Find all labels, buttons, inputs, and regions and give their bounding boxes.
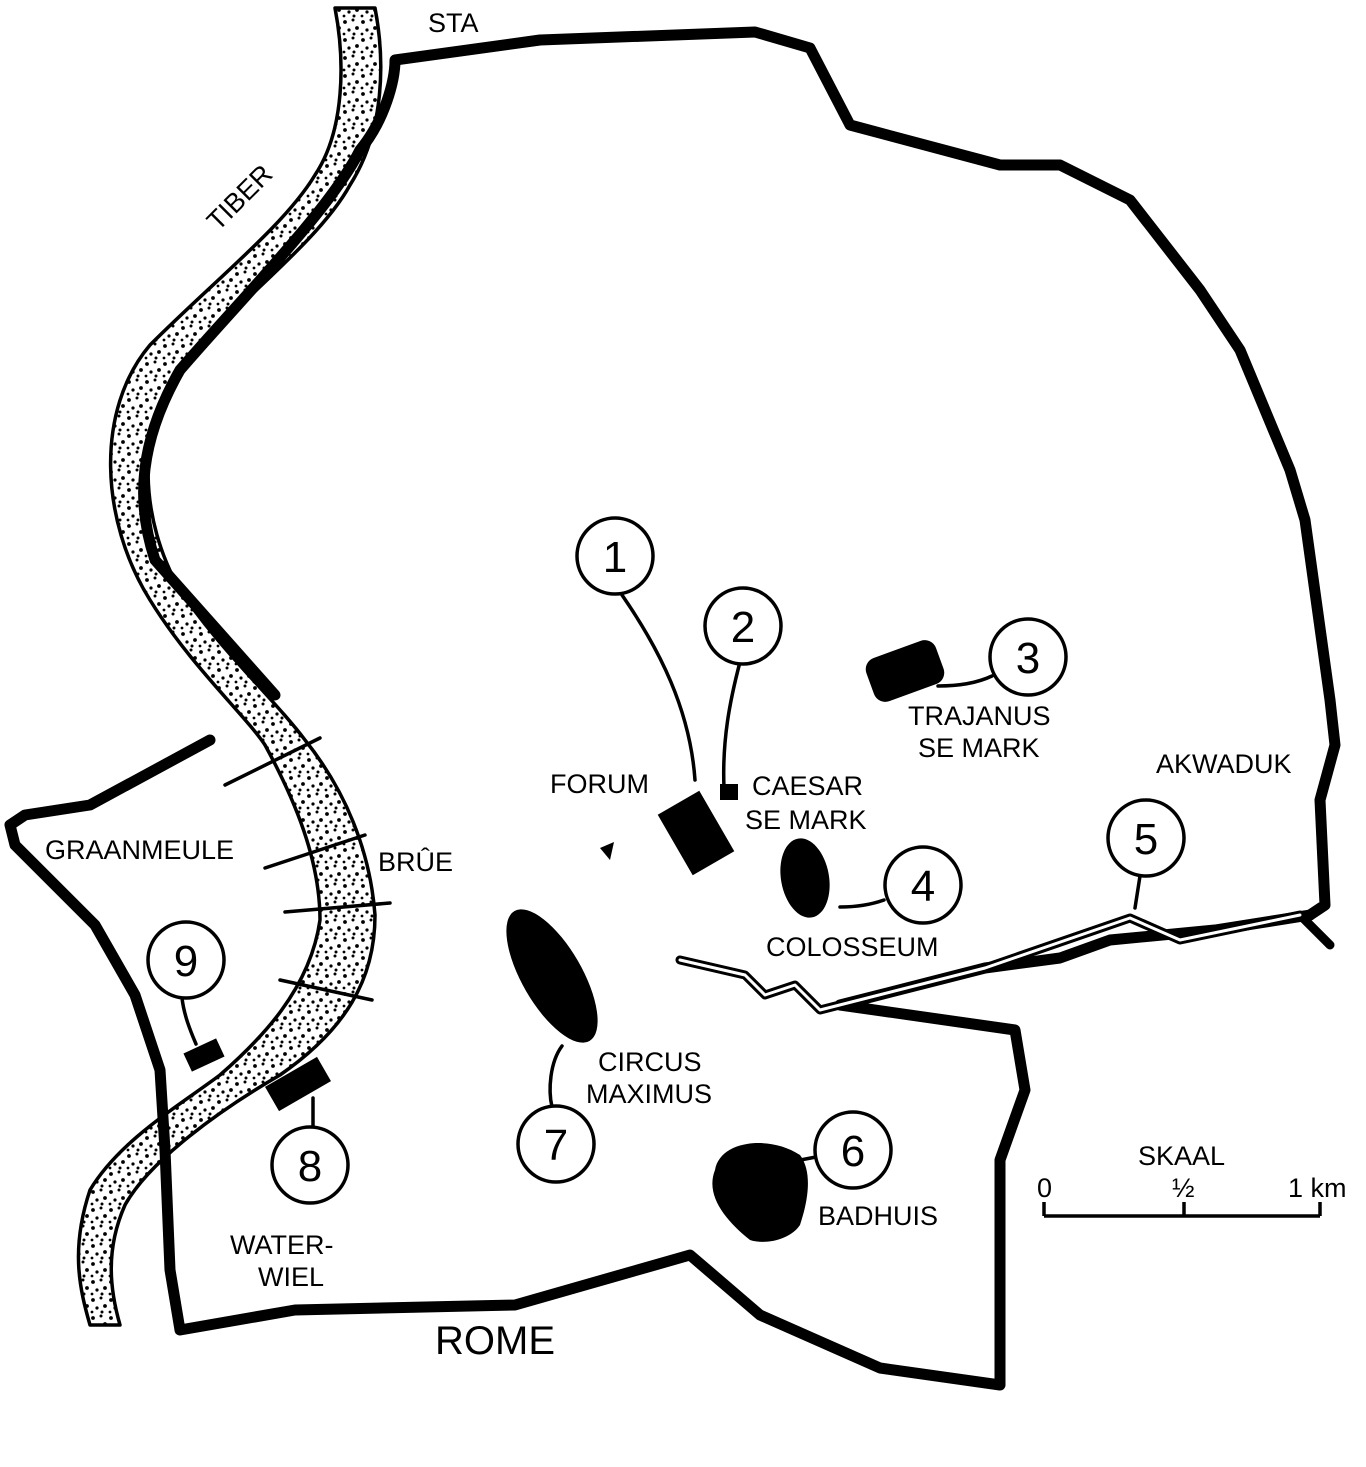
marker-7-label: 7 [544, 1121, 568, 1170]
bath-house-building [712, 1143, 808, 1242]
label-akwaduk: AKWADUK [1156, 749, 1292, 779]
pointer-1 [620, 593, 697, 782]
label-caesar-line1: CAESAR [752, 771, 863, 801]
grain-mill-building [183, 1038, 225, 1072]
marker-4: 4 [883, 845, 963, 925]
marker-8-label: 8 [298, 1142, 322, 1191]
label-badhuis: BADHUIS [818, 1201, 938, 1231]
marker-6-label: 6 [841, 1127, 865, 1176]
bridge-4 [278, 978, 374, 1002]
label-colosseum: COLOSSEUM [766, 932, 939, 962]
label-tiber: TIBER [201, 159, 278, 236]
forum-small-marker [600, 842, 614, 860]
marker-9-label: 9 [174, 937, 198, 986]
marker-6: 6 [813, 1110, 893, 1190]
pointer-2 [721, 660, 742, 790]
marker-1-label: 1 [603, 533, 627, 582]
label-trajanus-line2: SE MARK [918, 733, 1040, 763]
label-forum: FORUM [550, 769, 649, 799]
pointer-lines [180, 593, 1142, 1164]
colosseum-building [780, 838, 830, 918]
bridge-1 [223, 736, 322, 787]
marker-9: 9 [146, 920, 226, 1000]
pointer-6 [788, 1155, 818, 1164]
label-waterwiel-line1: WATER- [230, 1230, 333, 1260]
pointer-5 [1133, 874, 1142, 910]
pointer-9 [180, 996, 198, 1046]
marker-3: 3 [988, 617, 1068, 697]
city-wall [138, 26, 1341, 921]
scale-tick-half-label: ½ [1172, 1173, 1195, 1203]
label-waterwiel-line2: WIEL [258, 1262, 324, 1292]
label-graanmeule: GRAANMEULE [45, 835, 234, 865]
aqueduct-inner [678, 913, 1302, 1012]
scale-title: SKAAL [1138, 1141, 1225, 1171]
pointer-7 [548, 1044, 564, 1109]
marker-3-label: 3 [1016, 634, 1040, 683]
label-sta: STA [428, 8, 479, 38]
label-circus-line2: MAXIMUS [586, 1079, 712, 1109]
scale-bar: SKAAL 0 ½ 1 km [1037, 1141, 1347, 1218]
label-circus-line1: CIRCUS [598, 1047, 702, 1077]
trajan-forum-building [865, 640, 945, 702]
bridge-2 [263, 833, 367, 870]
pointer-3 [936, 674, 994, 688]
bridge-3 [283, 901, 392, 914]
marker-5-label: 5 [1134, 815, 1158, 864]
forum-building [657, 790, 735, 876]
marker-2-label: 2 [731, 603, 755, 652]
label-caesar-line2: SE MARK [745, 805, 867, 835]
marker-5: 5 [1106, 798, 1186, 878]
water-wheel-building [265, 1056, 331, 1112]
label-brue: BRÛE [378, 846, 453, 877]
label-rome: ROME [435, 1319, 555, 1363]
marker-1: 1 [575, 516, 655, 596]
marker-4-label: 4 [911, 862, 935, 911]
scale-tick-1-label: 1 km [1288, 1173, 1347, 1203]
pointer-4 [838, 898, 886, 909]
circus-maximus-building [506, 909, 598, 1043]
marker-7: 7 [516, 1104, 596, 1184]
bridges [223, 736, 392, 1002]
marker-2: 2 [703, 586, 783, 666]
scale-tick-0-label: 0 [1037, 1173, 1052, 1203]
label-trajanus-line1: TRAJANUS [908, 701, 1051, 731]
marker-8: 8 [270, 1125, 350, 1205]
